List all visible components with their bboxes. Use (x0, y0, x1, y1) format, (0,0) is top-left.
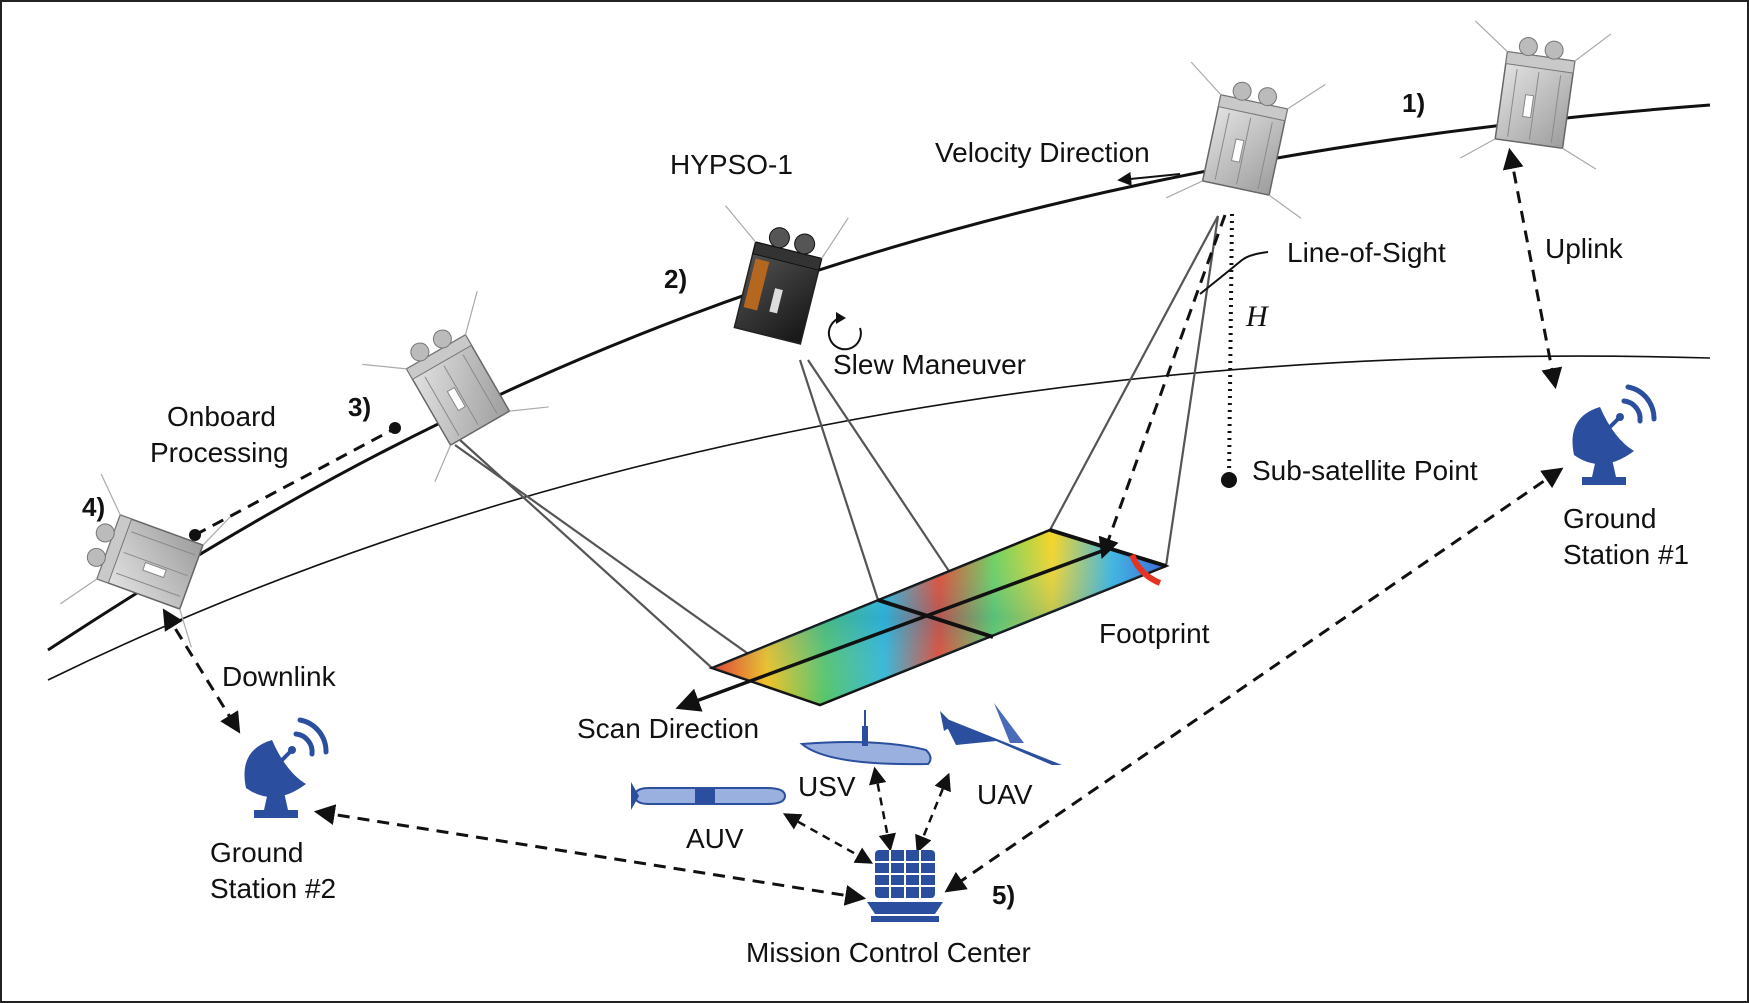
line-of-sight-leader (1199, 251, 1269, 295)
slew-maneuver-label: Slew Maneuver (833, 349, 1026, 380)
sub-satellite-point-marker (1221, 472, 1237, 488)
building-icon (867, 850, 943, 922)
onboard-processing-label-2: Processing (150, 437, 289, 468)
rotation-icon (827, 312, 862, 351)
gs1-mcc-link (944, 467, 1564, 893)
uplink-label: Uplink (1545, 233, 1624, 264)
downlink-label: Downlink (222, 661, 337, 692)
altitude-label: H (1245, 300, 1270, 333)
auv-label: AUV (686, 823, 744, 854)
surface-vessel-icon (799, 710, 932, 766)
earth-surface-arc (47, 355, 1711, 681)
footprint-label: Footprint (1099, 618, 1210, 649)
line-of-sight-label: Line-of-Sight (1287, 237, 1446, 268)
step-4-label: 4) (82, 492, 105, 522)
onboard-processing-dot-start (389, 422, 401, 434)
scan-direction-label: Scan Direction (577, 713, 759, 744)
drone-icon (940, 703, 1062, 765)
usv-label: USV (798, 771, 856, 802)
uav-label: UAV (977, 779, 1033, 810)
mission-control-label: Mission Control Center (746, 937, 1031, 968)
step-5-label: 5) (992, 880, 1015, 910)
auv-mcc-link (782, 813, 874, 864)
step-3-label: 3) (348, 392, 371, 422)
step-1-label: 1) (1402, 88, 1425, 118)
onboard-processing-link (194, 428, 393, 537)
gs2-mcc-link (313, 804, 867, 906)
satellite-hypso1-icon (725, 205, 849, 345)
step-2-label: 2) (664, 264, 687, 294)
ground-station-1-label-2: Station #1 (1563, 539, 1689, 570)
sub-satellite-point-label: Sub-satellite Point (1252, 455, 1478, 486)
velocity-direction-arrow (1117, 171, 1181, 186)
onboard-processing-dot-end (189, 529, 201, 541)
ground-station-2-label-2: Station #2 (210, 873, 336, 904)
velocity-direction-label: Velocity Direction (935, 137, 1150, 168)
ground-station-1-label-1: Ground (1563, 503, 1656, 534)
onboard-processing-label-1: Onboard (167, 401, 276, 432)
downlink-link (162, 608, 241, 734)
underwater-vehicle-icon (631, 782, 787, 810)
satellite-name-label: HYPSO-1 (670, 149, 793, 180)
orbit-arc (47, 103, 1711, 652)
ground-station-2-label-1: Ground (210, 837, 303, 868)
